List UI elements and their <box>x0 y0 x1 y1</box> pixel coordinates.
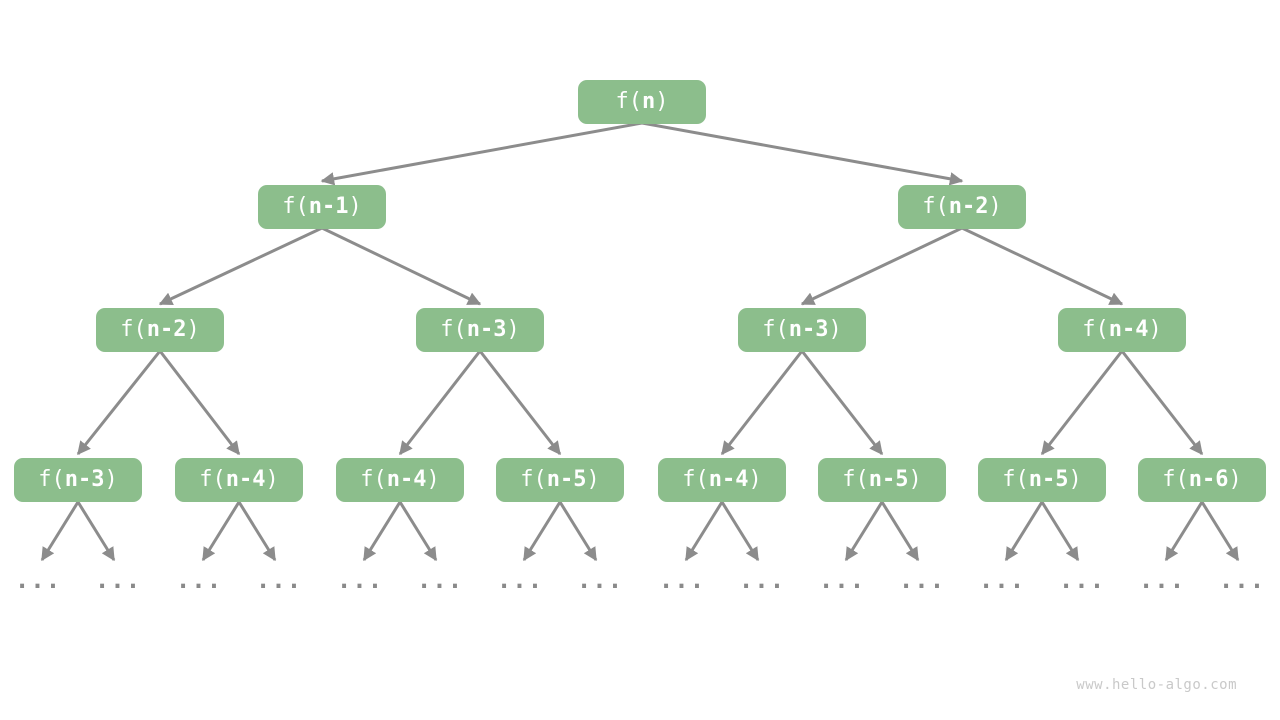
edge-arrow <box>880 501 920 562</box>
tree-node: f(n-1) <box>258 185 386 229</box>
tree-node: f(n-5) <box>496 458 624 502</box>
edge-arrow <box>800 350 884 456</box>
ellipsis-leaf: ... <box>738 566 786 594</box>
edge-arrow <box>1004 501 1044 562</box>
tree-node: f(n-4) <box>1058 308 1186 352</box>
edge-arrow <box>800 226 963 306</box>
tree-node: f(n-3) <box>738 308 866 352</box>
edge-arrow <box>522 501 562 562</box>
edge-arrow <box>320 121 643 186</box>
tree-node: f(n-5) <box>978 458 1106 502</box>
edge-arrow <box>641 121 964 186</box>
tree-node: f(n-2) <box>96 308 224 352</box>
ellipsis-leaf: ... <box>255 566 303 594</box>
ellipsis-leaf: ... <box>898 566 946 594</box>
ellipsis-leaf: ... <box>94 566 142 594</box>
ellipsis-leaf: ... <box>658 566 706 594</box>
edge-arrow <box>684 501 724 562</box>
ellipsis-leaf: ... <box>1058 566 1106 594</box>
ellipsis-leaf: ... <box>496 566 544 594</box>
edge-arrow <box>720 501 760 562</box>
ellipsis-leaf: ... <box>1218 566 1266 594</box>
tree-node: f(n-5) <box>818 458 946 502</box>
ellipsis-leaf: ... <box>175 566 223 594</box>
ellipsis-leaf: ... <box>1138 566 1186 594</box>
edge-arrow <box>362 501 402 562</box>
tree-node: f(n-3) <box>416 308 544 352</box>
tree-node: f(n-2) <box>898 185 1026 229</box>
edge-arrow <box>398 350 482 456</box>
edge-arrow <box>158 226 323 306</box>
edge-arrow <box>1040 350 1124 456</box>
watermark-text: www.hello-algo.com <box>1076 677 1237 693</box>
edge-arrow <box>76 350 162 456</box>
edge-arrow <box>158 350 241 456</box>
edge-arrow <box>201 501 241 562</box>
edge-arrow <box>398 501 438 562</box>
tree-node: f(n-6) <box>1138 458 1266 502</box>
tree-node: f(n-4) <box>336 458 464 502</box>
edge-arrow <box>1164 501 1204 562</box>
edge-arrow <box>478 350 562 456</box>
tree-node: f(n-3) <box>14 458 142 502</box>
ellipsis-leaf: ... <box>576 566 624 594</box>
tree-node: f(n-4) <box>175 458 303 502</box>
edge-arrow <box>844 501 884 562</box>
edge-arrow <box>1040 501 1080 562</box>
edge-arrow <box>1120 350 1204 456</box>
ellipsis-leaf: ... <box>416 566 464 594</box>
edge-arrow <box>961 226 1124 306</box>
edge-arrow <box>76 501 116 562</box>
edge-arrow <box>1200 501 1240 562</box>
edge-arrow <box>40 501 80 562</box>
edge-arrow <box>321 226 482 306</box>
edge-arrow <box>720 350 804 456</box>
tree-node: f(n) <box>578 80 706 124</box>
ellipsis-leaf: ... <box>14 566 62 594</box>
edge-arrow <box>558 501 598 562</box>
edge-arrow <box>237 501 277 562</box>
tree-node: f(n-4) <box>658 458 786 502</box>
ellipsis-leaf: ... <box>978 566 1026 594</box>
ellipsis-leaf: ... <box>818 566 866 594</box>
ellipsis-leaf: ... <box>336 566 384 594</box>
